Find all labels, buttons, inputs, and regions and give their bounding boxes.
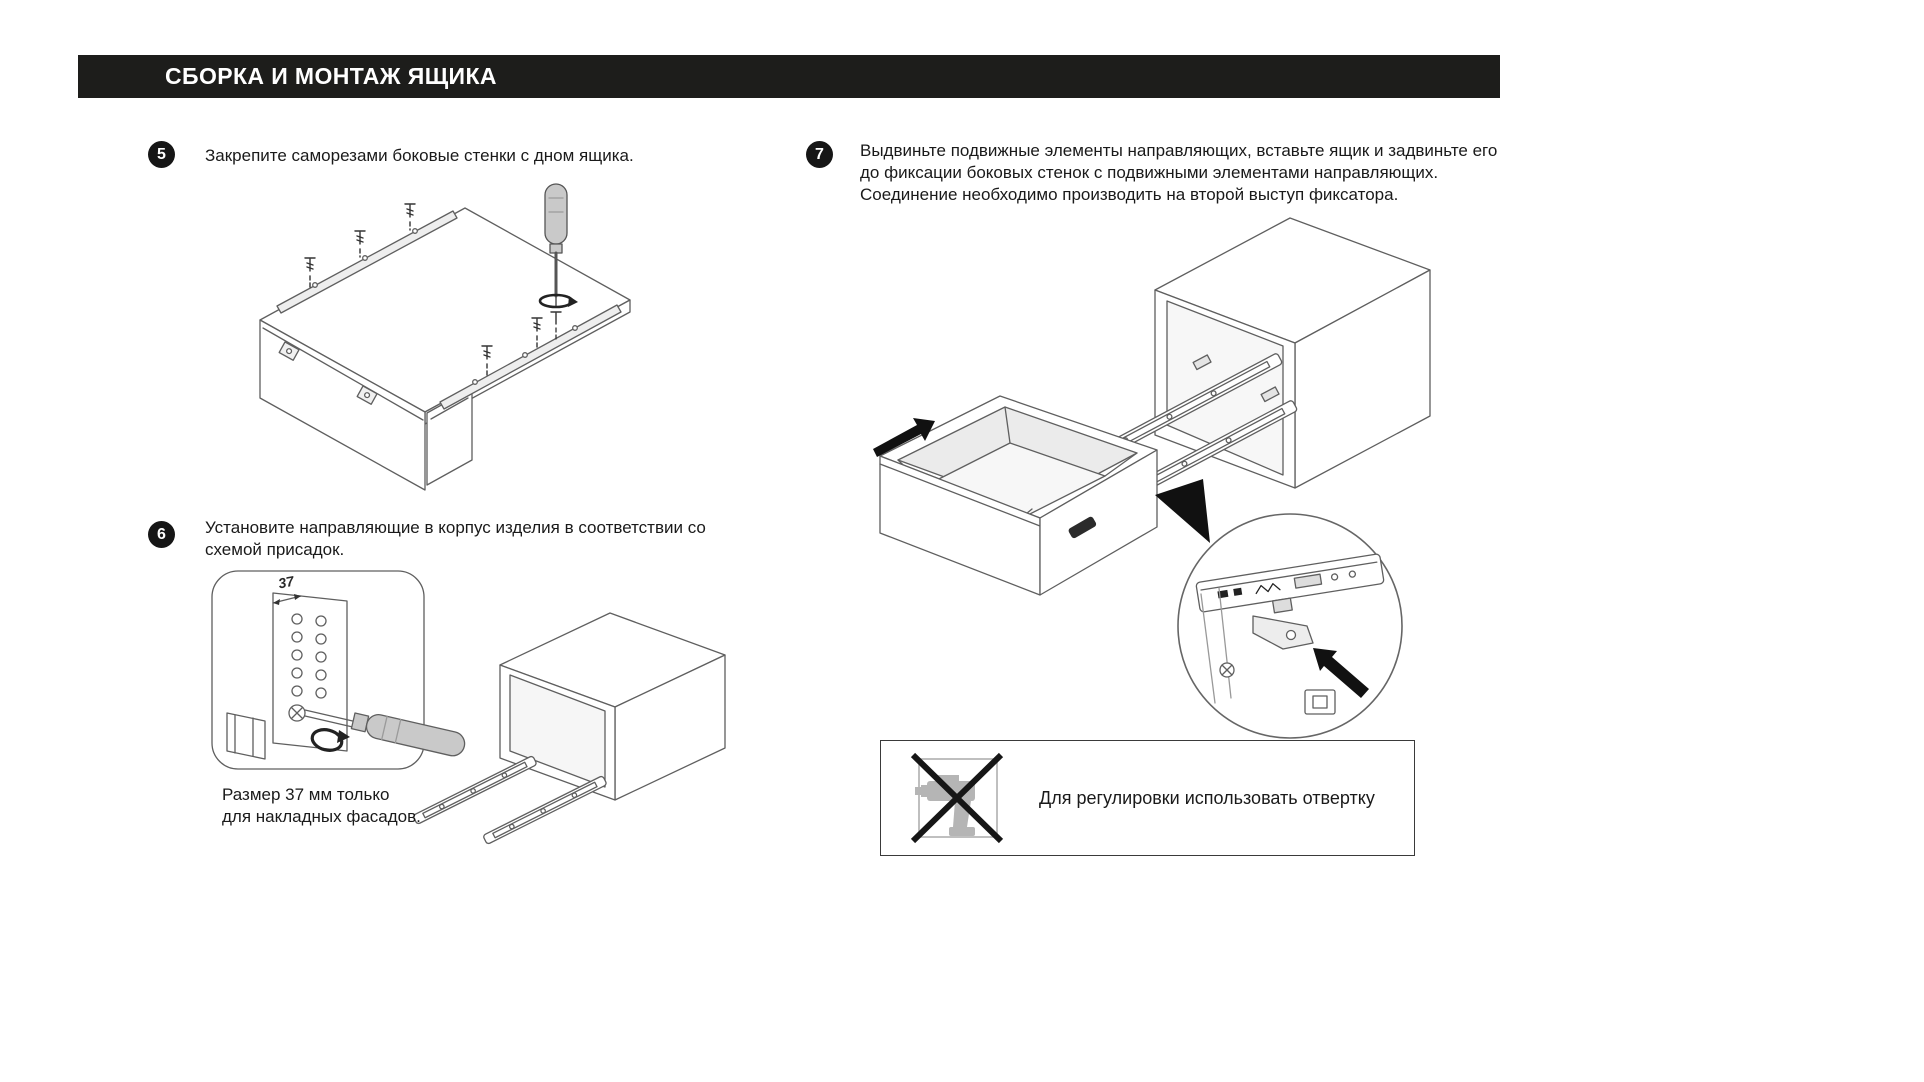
step5-badge: 5 xyxy=(148,141,175,168)
brand-logo xyxy=(1068,516,1097,539)
page-header: СБОРКА И МОНТАЖ ЯЩИКА xyxy=(78,55,1500,98)
screws xyxy=(304,203,543,379)
step7-number: 7 xyxy=(815,145,824,163)
cabinet xyxy=(1154,217,1431,489)
channel-profile xyxy=(226,712,266,760)
note-text: Для регулировки использовать отвертку xyxy=(1039,787,1375,808)
step7-badge: 7 xyxy=(806,141,833,168)
rail-left xyxy=(413,755,537,825)
mounting-plate xyxy=(272,592,348,752)
drawer xyxy=(879,395,1158,596)
rail-right xyxy=(483,775,607,845)
step7-text: Выдвиньте подвижные элементы направляющи… xyxy=(860,141,1498,204)
lock-mechanism-detail xyxy=(1195,553,1385,715)
callout-arrow-icon xyxy=(1155,479,1210,543)
drawer-front-panel xyxy=(259,319,426,491)
step7-illustration xyxy=(873,217,1431,739)
screwdriver-icon xyxy=(538,183,578,341)
step6-text: Установите направляющие в корпус изделия… xyxy=(205,518,706,559)
cabinet xyxy=(499,612,726,801)
step5-illustration xyxy=(259,183,631,491)
step6-badge: 6 xyxy=(148,521,175,548)
dimension-label: 37 xyxy=(277,573,297,592)
adjustment-note-box: Для регулировки использовать отвертку xyxy=(880,740,1415,856)
step5-number: 5 xyxy=(157,145,166,163)
rail-left xyxy=(1087,353,1283,464)
screw-and-screwdriver xyxy=(288,704,466,757)
latch-arrow-icon xyxy=(1313,648,1369,698)
no-drill-sign xyxy=(909,751,1005,845)
insertion-arrow-icon xyxy=(873,418,935,457)
left-rail xyxy=(276,210,458,314)
step6-number: 6 xyxy=(157,525,166,543)
right-rail xyxy=(439,304,622,410)
step5-text: Закрепите саморезами боковые стенки с дн… xyxy=(205,146,634,165)
step6-illustration: 37 xyxy=(211,570,726,845)
dimension-37: 37 xyxy=(272,573,302,605)
page-title: СБОРКА И МОНТАЖ ЯЩИКА xyxy=(165,63,497,89)
prohibition-x-icon xyxy=(910,752,1004,844)
step6-caption: Размер 37 мм только для накладных фасадо… xyxy=(222,785,421,826)
